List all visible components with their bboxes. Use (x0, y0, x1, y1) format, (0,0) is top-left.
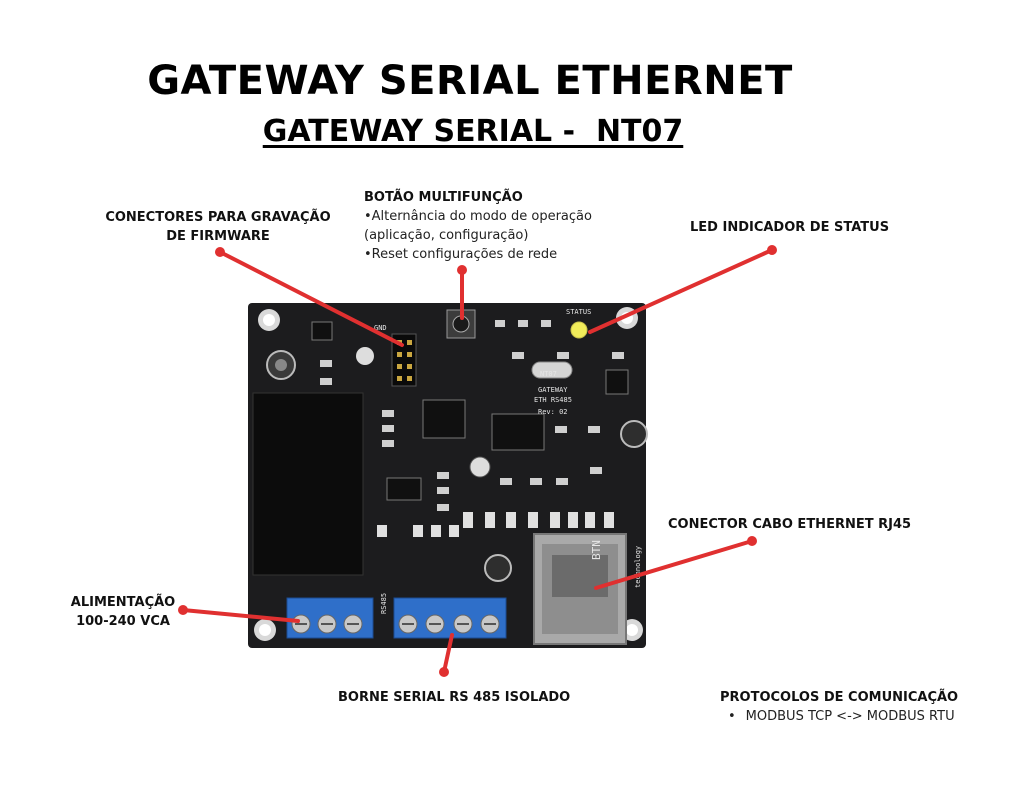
callout-pointers (178, 245, 777, 677)
model-line3-silk: ETH RS485 (534, 396, 572, 404)
power-terminal-block (286, 597, 374, 639)
callout-button: BOTÃO MULTIFUNÇÃO •Alternância do modo d… (364, 188, 634, 264)
multifunction-button (446, 309, 476, 339)
pointer-firmware (218, 250, 404, 347)
model-line2-silk: GATEWAY (538, 386, 568, 394)
callout-firmware-line1: CONECTORES PARA GRAVAÇÃO (105, 210, 331, 225)
gnd-silk: GND (374, 324, 387, 332)
status-silk-label: STATUS (566, 308, 591, 316)
rs485-silk: RS485 (380, 593, 388, 614)
ic-chips (311, 321, 629, 501)
callout-firmware: CONECTORES PARA GRAVAÇÃO DE FIRMWARE (100, 208, 336, 246)
model-silk: NT07 (540, 370, 557, 378)
pointer-led (588, 248, 774, 334)
callout-power-line2: 100-240 VCA (76, 614, 170, 629)
callout-button-bullet2: •Reset configurações de rede (364, 247, 558, 262)
callout-power-line1: ALIMENTAÇÃO (70, 595, 176, 610)
page-subtitle: GATEWAY SERIAL - NT07 (0, 114, 946, 149)
callout-rs485: BORNE SERIAL RS 485 ISOLADO (338, 690, 571, 705)
pointer-rj45 (594, 539, 754, 590)
rev-silk: Rev: 02 (538, 408, 568, 416)
callout-button-heading: BOTÃO MULTIFUNÇÃO (364, 190, 523, 205)
rj45-connector (533, 533, 627, 645)
resistor-row (377, 512, 614, 537)
mounting-holes (254, 307, 643, 641)
page-title: GATEWAY SERIAL ETHERNET (147, 58, 793, 104)
subtitle-text: GATEWAY SERIAL - NT07 (262, 114, 684, 149)
rs485-terminal-block (393, 597, 507, 639)
crystal-oscillator (531, 361, 573, 379)
brand-sub-silk: technology (634, 546, 642, 588)
callout-power: ALIMENTAÇÃO 100-240 VCA (58, 593, 188, 631)
callout-button-bullet1-cont: (aplicação, configuração) (364, 228, 529, 243)
protocols-item-text: MODBUS TCP <-> MODBUS RTU (745, 709, 955, 724)
power-module (252, 392, 364, 576)
pointer-rs485 (442, 633, 454, 674)
callout-rj45: CONECTOR CABO ETHERNET RJ45 (668, 517, 912, 532)
brand-silk: BTN (590, 540, 603, 560)
smd-components (320, 320, 624, 511)
protocols-box: PROTOCOLOS DE COMUNICAÇÃO • MODBUS TCP <-… (720, 688, 958, 726)
callout-led: LED INDICADOR DE STATUS (690, 220, 890, 235)
pointer-power (181, 608, 300, 623)
protocols-heading: PROTOCOLOS DE COMUNICAÇÃO (720, 690, 959, 705)
callout-button-bullet1: •Alternância do modo de operação (364, 209, 592, 224)
protocols-item: • MODBUS TCP <-> MODBUS RTU (728, 707, 958, 726)
capacitors (266, 347, 648, 582)
callout-firmware-line2: DE FIRMWARE (166, 229, 270, 244)
bullet-dot-icon: • (728, 709, 736, 724)
status-led: STATUS (566, 308, 591, 339)
